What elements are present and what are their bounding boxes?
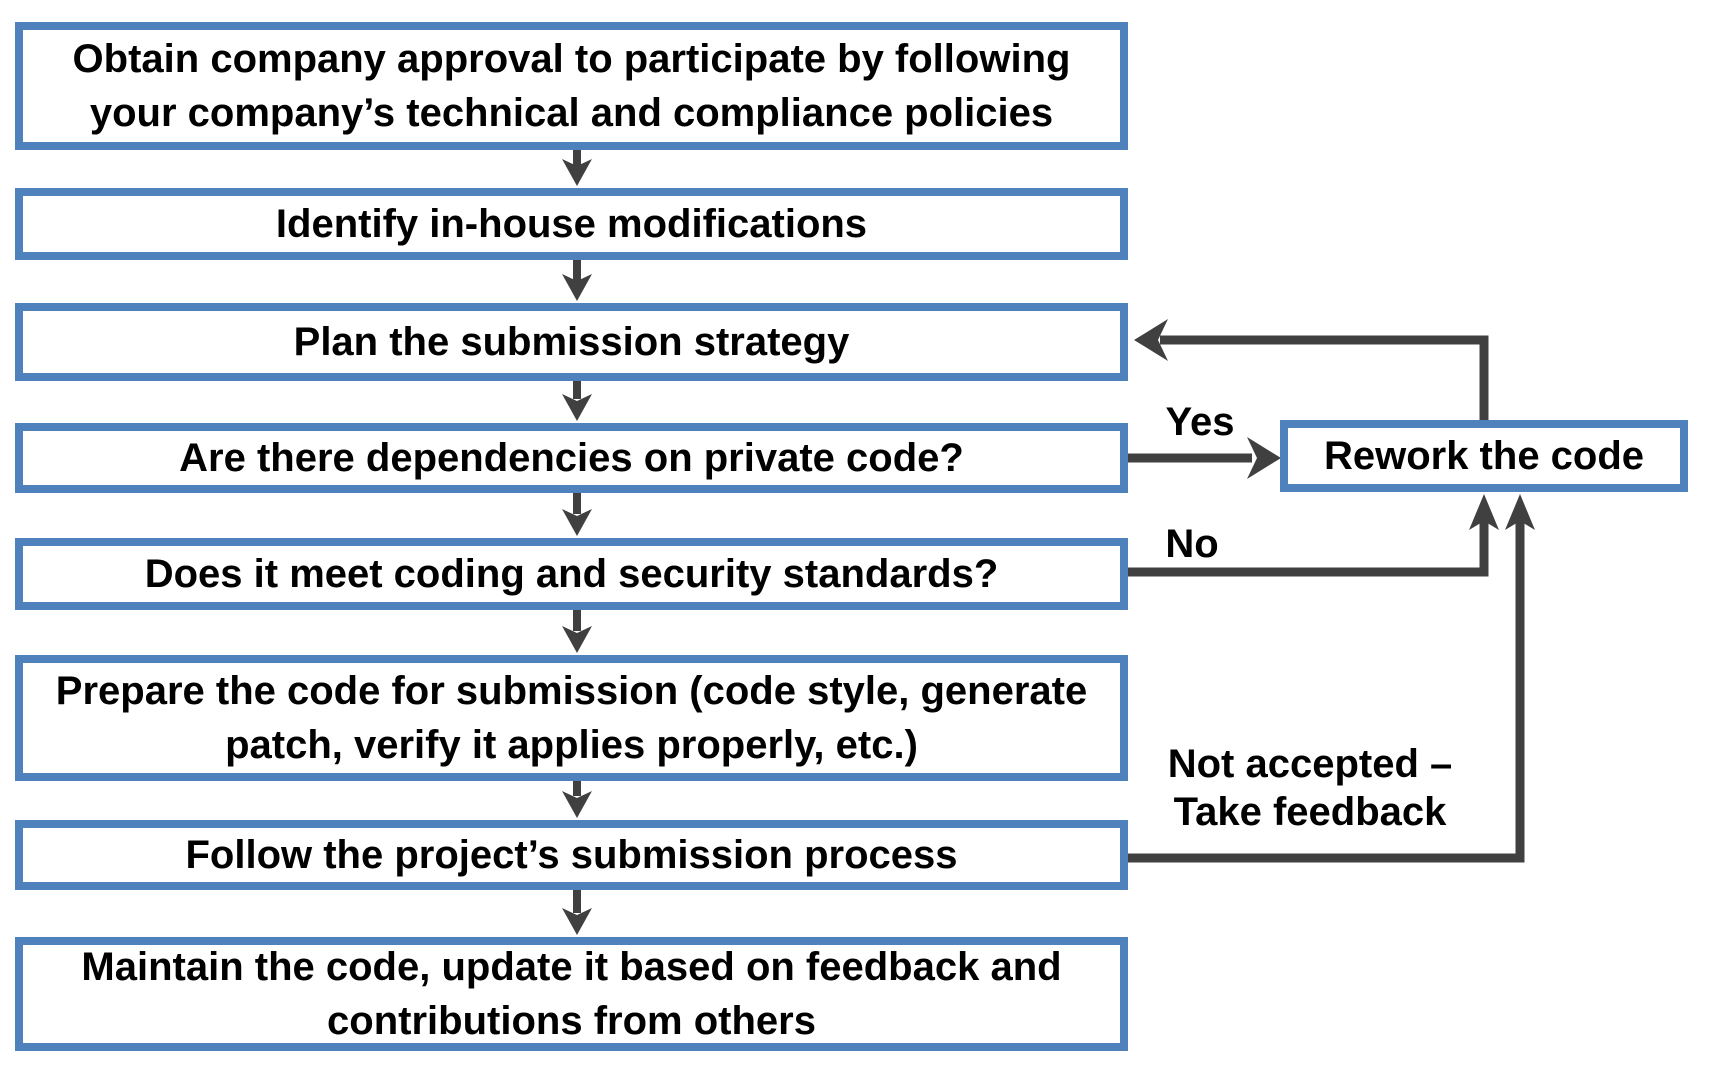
step-label: Does it meet coding and security standar… bbox=[144, 552, 999, 596]
arrow-not-accepted bbox=[1128, 494, 1535, 863]
edge-label-not-accepted: Not accepted – Take feedback bbox=[1110, 740, 1510, 836]
step-box-prepare-code: Prepare the code for submission (code st… bbox=[15, 655, 1128, 781]
arrow-rework-to-plan bbox=[1134, 319, 1489, 421]
step-down-arrowheads bbox=[562, 159, 592, 935]
step-box-obtain-approval: Obtain company approval to participate b… bbox=[15, 22, 1128, 150]
edge-label-not-accepted-line2: Take feedback bbox=[1173, 790, 1447, 834]
edge-label-yes: Yes bbox=[1165, 400, 1235, 444]
step-label: Obtain company approval to participate b… bbox=[72, 37, 1071, 135]
step-label: Plan the submission strategy bbox=[293, 320, 850, 364]
step-label: Identify in-house modifications bbox=[275, 202, 868, 246]
step-box-maintain-code: Maintain the code, update it based on fe… bbox=[15, 937, 1128, 1051]
edge-label-not-accepted-line1: Not accepted – bbox=[1167, 742, 1453, 786]
edge-label-no: No bbox=[1165, 522, 1219, 566]
step-box-plan-strategy: Plan the submission strategy bbox=[15, 303, 1128, 381]
step-label: Rework the code bbox=[1323, 434, 1645, 478]
step-label: Are there dependencies on private code? bbox=[179, 436, 964, 480]
step-box-follow-process: Follow the project’s submission process bbox=[15, 820, 1128, 890]
step-label: Prepare the code for submission (code st… bbox=[55, 669, 1088, 767]
arrow-yes bbox=[1128, 437, 1281, 479]
step-label: Maintain the code, update it based on fe… bbox=[81, 945, 1062, 1043]
arrow-no bbox=[1128, 494, 1499, 577]
step-box-rework-code: Rework the code bbox=[1280, 420, 1688, 492]
step-box-dependencies-question: Are there dependencies on private code? bbox=[15, 423, 1128, 493]
step-label: Follow the project’s submission process bbox=[185, 833, 958, 877]
step-box-identify-modifications: Identify in-house modifications bbox=[15, 188, 1128, 260]
step-box-standards-question: Does it meet coding and security standar… bbox=[15, 538, 1128, 610]
